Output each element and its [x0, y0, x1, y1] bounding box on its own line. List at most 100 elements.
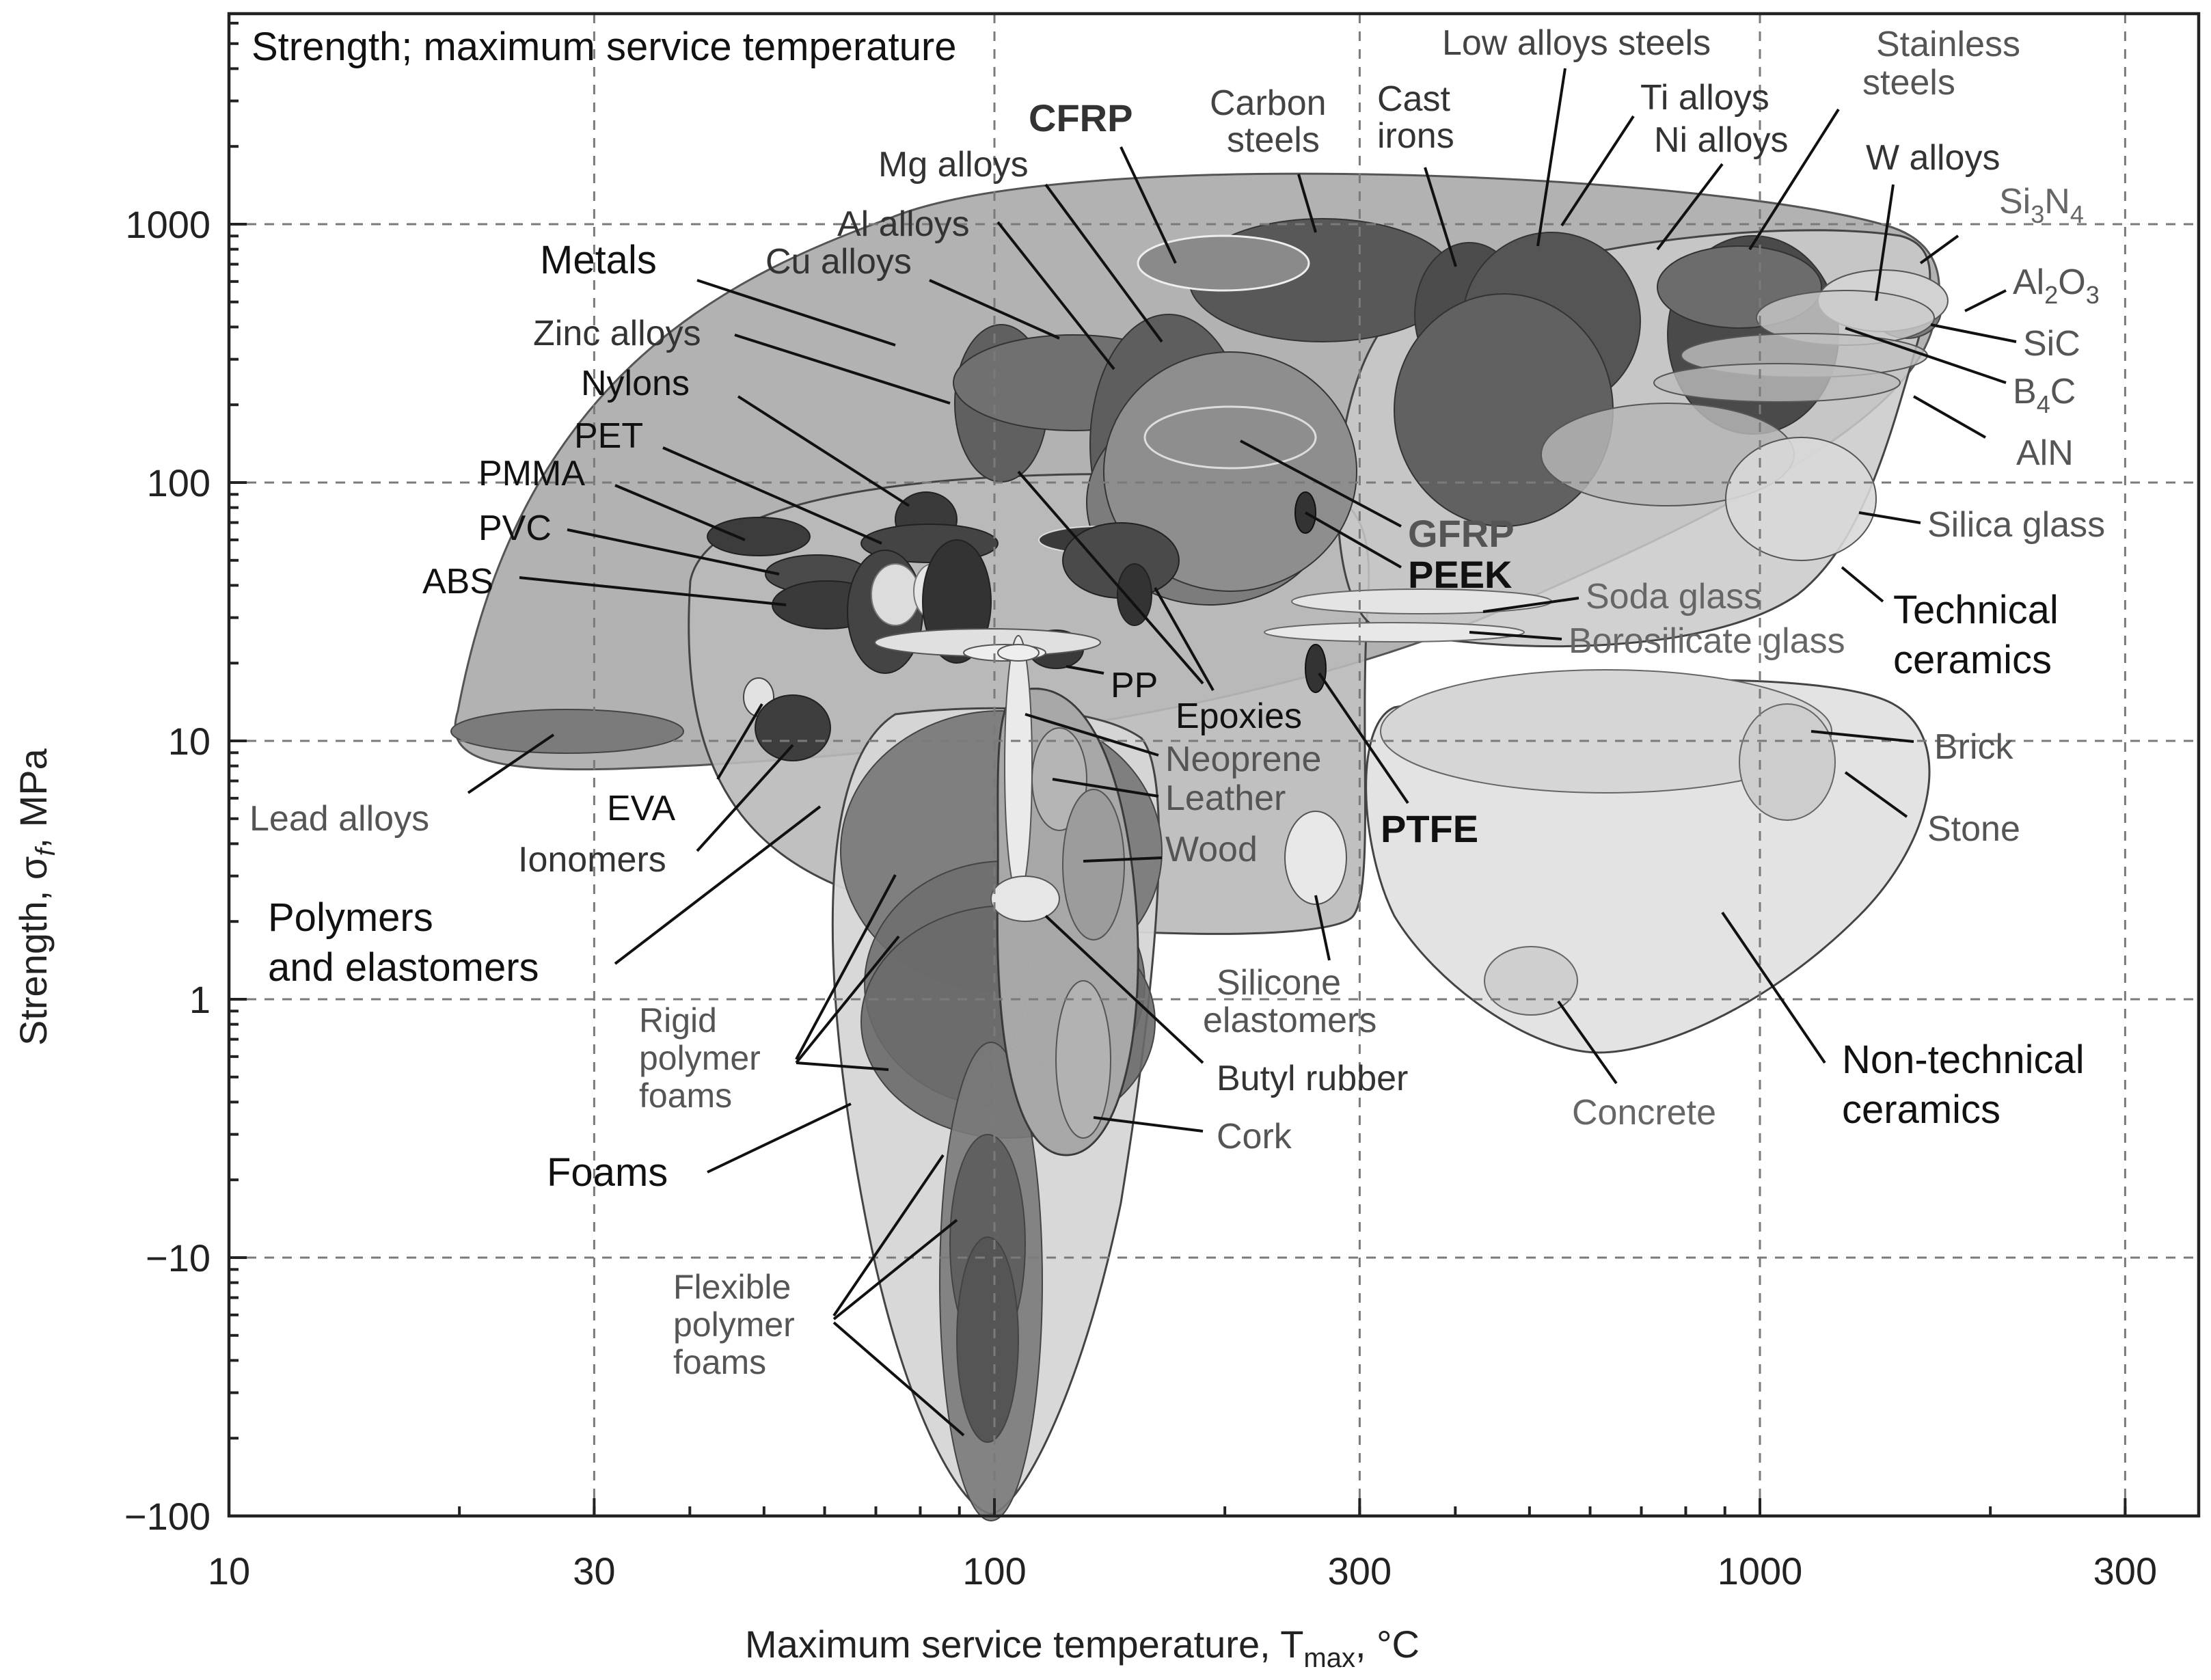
leader-flex-3 — [832, 1321, 965, 1437]
label-al2o3: Al2O3 — [2013, 262, 2100, 309]
leader-aln — [1913, 395, 1986, 439]
label-ni-alloys: Ni alloys — [1654, 120, 1789, 160]
bubble-cork — [1055, 980, 1111, 1139]
label-gfrp: GFRP — [1408, 512, 1515, 555]
label-polymers-2: and elastomers — [268, 945, 539, 990]
bubble-epoxies-2 — [1117, 563, 1152, 626]
label-cast-1: Cast — [1377, 79, 1450, 119]
label-ionomers: Ionomers — [518, 840, 666, 880]
label-epoxies: Epoxies — [1176, 696, 1302, 736]
bubble-wood — [1062, 789, 1125, 940]
leader-flex-2 — [832, 1219, 958, 1320]
label-cu-alloys: Cu alloys — [765, 242, 912, 282]
label-ti-alloys: Ti alloys — [1640, 78, 1769, 118]
label-lead-alloys: Lead alloys — [249, 799, 429, 839]
label-pvc: PVC — [478, 509, 552, 548]
label-non-technical-2: ceramics — [1842, 1087, 2000, 1132]
leader-zinc — [734, 334, 951, 405]
leader-ni — [1656, 163, 1724, 251]
label-borosilicate-glass: Borosilicate glass — [1569, 621, 1845, 661]
label-nylons: Nylons — [581, 364, 690, 403]
leader-lead — [467, 733, 555, 794]
leader-silica — [1858, 511, 1921, 524]
leader-pet — [662, 446, 882, 545]
leader-low-alloy — [1536, 68, 1566, 247]
label-si3n4-a: Si — [1999, 182, 2031, 221]
leader-non-technical — [1721, 911, 1826, 1064]
label-silica-glass: Silica glass — [1927, 505, 2105, 545]
label-flexible-2: polymer — [673, 1305, 795, 1344]
label-rigid-1: Rigid — [639, 1001, 717, 1040]
label-pet: PET — [574, 416, 643, 456]
label-w-alloys: W alloys — [1866, 138, 2000, 178]
x-tick-label: 300 — [2093, 1549, 2157, 1593]
label-wood: Wood — [1165, 830, 1258, 869]
bubble-ionomers — [755, 694, 831, 761]
label-soda-glass: Soda glass — [1586, 577, 1761, 617]
x-axis-title-tail: , °C — [1355, 1623, 1420, 1666]
leader-brick — [1810, 730, 1914, 743]
label-mg-alloys: Mg alloys — [878, 145, 1029, 185]
x-axis-title-main: Maximum service temperature, T — [745, 1623, 1303, 1666]
label-cfrp: CFRP — [1029, 96, 1132, 139]
leader-w — [1875, 184, 1895, 301]
labels: Strength; maximum service temperature Me… — [249, 23, 2105, 1381]
bubble-gfrp — [1143, 405, 1317, 470]
y-tick-label: −10 — [146, 1236, 211, 1279]
label-polymers-1: Polymers — [268, 895, 433, 940]
label-stainless-1: Stainless — [1876, 25, 2020, 64]
leader-foams — [707, 1102, 852, 1174]
y-axis-title-main: Strength, σ — [12, 856, 55, 1046]
leader-technical — [1841, 566, 1884, 603]
leader-lines — [467, 68, 2017, 1437]
label-cast-2: irons — [1377, 116, 1454, 156]
leader-nylons — [737, 395, 910, 507]
leader-mg — [1044, 183, 1163, 343]
y-axis-title: Strength, σf, MPa — [12, 748, 61, 1046]
leader-cu — [929, 279, 1060, 340]
chart-title: Strength; maximum service temperature — [252, 25, 956, 69]
leader-metals — [696, 279, 896, 347]
bubble-cfrp — [1137, 234, 1310, 292]
label-concrete: Concrete — [1572, 1093, 1716, 1133]
leader-eva — [716, 703, 763, 781]
label-al2o3-c: O — [2058, 262, 2085, 302]
bubble-brick — [1380, 669, 1832, 794]
leader-rigid-1 — [795, 874, 897, 1060]
bubble-borosilicate-glass — [1264, 622, 1525, 642]
leader-rigid-3 — [796, 1061, 889, 1071]
label-si3n4-d: 4 — [2070, 200, 2084, 228]
x-axis-title-sub: max — [1303, 1643, 1355, 1673]
x-axis-title: Maximum service temperature, Tmax, °C — [745, 1623, 1420, 1673]
label-peek: PEEK — [1408, 553, 1513, 596]
label-stone: Stone — [1927, 809, 2020, 849]
label-abs: ABS — [422, 562, 493, 601]
leader-epoxies-2 — [1017, 470, 1204, 685]
label-eva: EVA — [607, 789, 676, 828]
bubble-neoprene — [1004, 635, 1033, 896]
label-rigid-2: polymer — [639, 1039, 761, 1077]
leader-silicone — [1314, 895, 1331, 961]
leader-al — [996, 221, 1115, 370]
leader-carbon — [1297, 174, 1317, 233]
leader-cork — [1093, 1116, 1204, 1133]
x-tick-label: 1000 — [1718, 1549, 1803, 1593]
leader-rigid-2 — [795, 935, 900, 1064]
leader-leather — [1052, 778, 1159, 798]
leader-wood — [1083, 856, 1163, 863]
label-stainless-2: steels — [1862, 63, 1955, 103]
bubble-lead-alloys — [450, 709, 684, 754]
x-tick-label: 30 — [573, 1549, 615, 1593]
bubble-silicone-elastomers — [1284, 811, 1347, 905]
leader-stainless — [1748, 108, 1840, 251]
leader-ti — [1560, 115, 1635, 227]
label-technical-1: Technical — [1893, 588, 2059, 632]
leader-concrete — [1557, 1000, 1618, 1085]
x-tick-label: 300 — [1328, 1549, 1392, 1593]
y-tick-label: 1 — [189, 978, 211, 1021]
leader-sic — [1930, 323, 2017, 343]
label-silicone-2: elastomers — [1203, 1001, 1376, 1040]
label-flexible-3: foams — [673, 1343, 766, 1381]
leader-gfrp — [1240, 439, 1402, 528]
